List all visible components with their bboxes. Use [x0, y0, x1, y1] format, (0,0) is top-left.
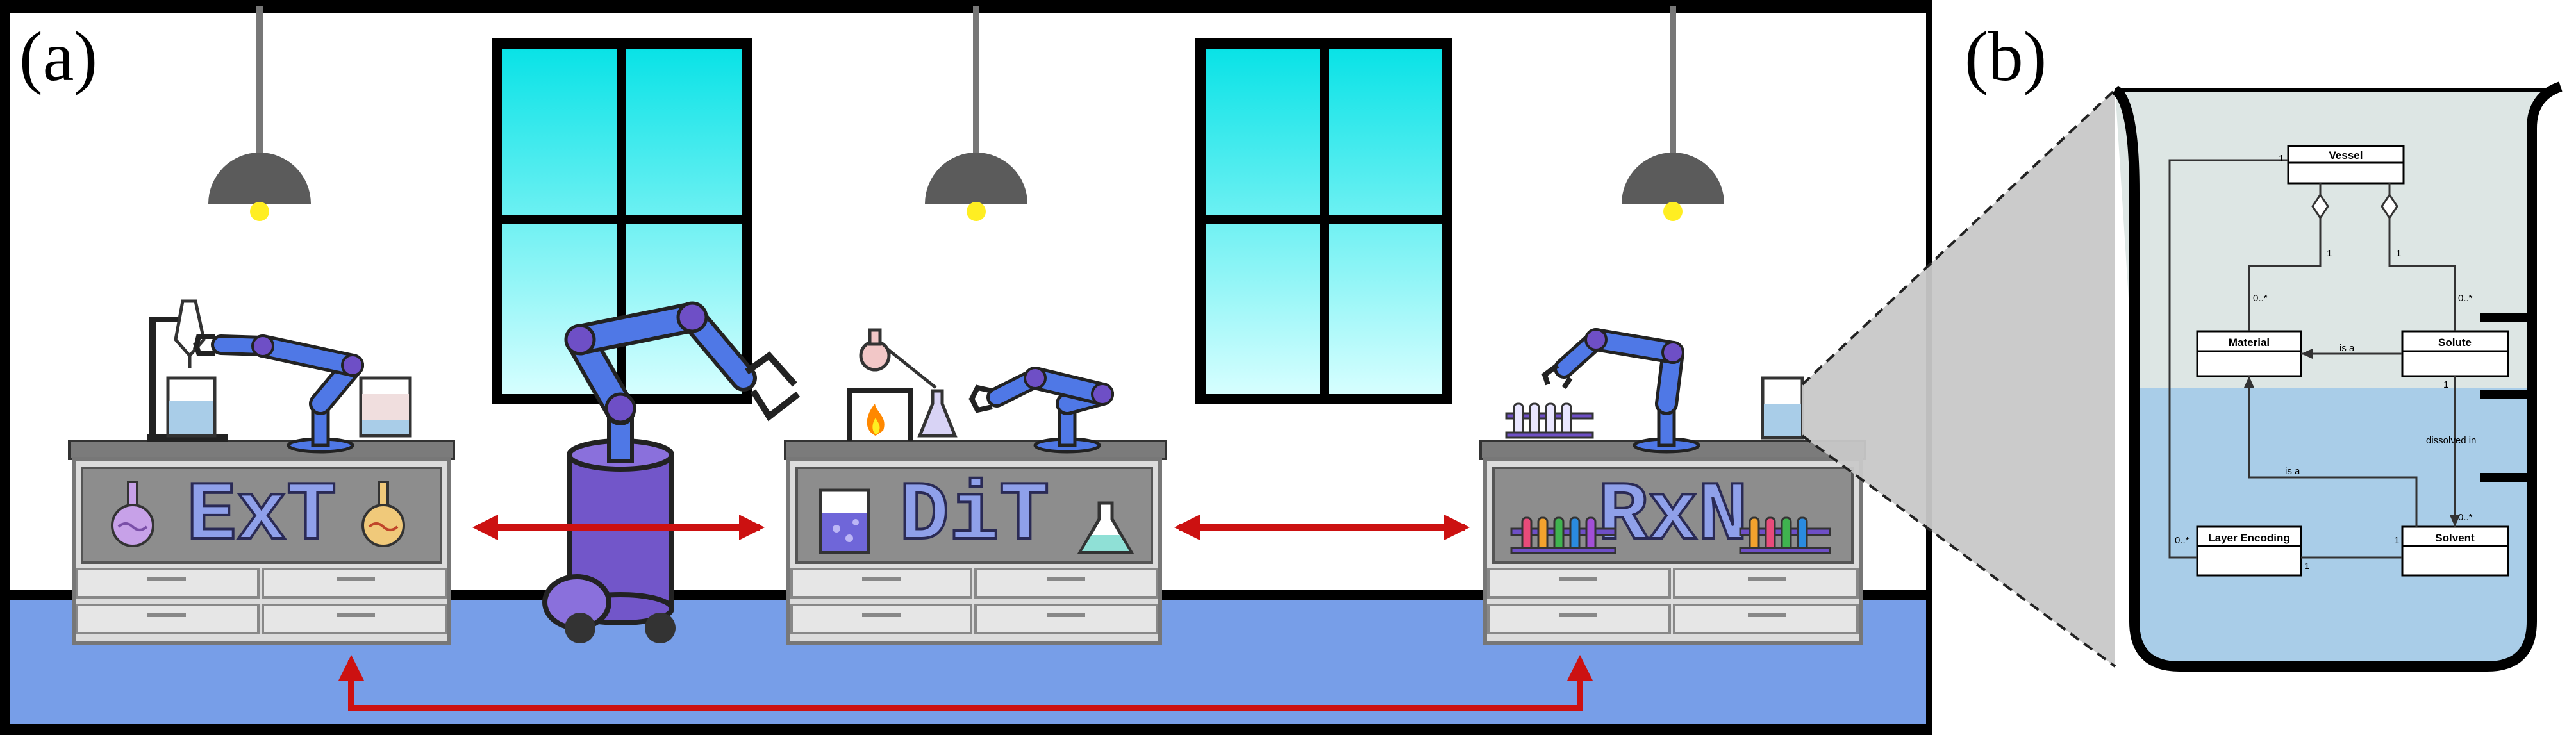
uml-is-a-label: is a: [2285, 466, 2300, 477]
uml-multiplicity: 1: [2443, 379, 2448, 390]
robot-arm-icon: [968, 367, 1114, 454]
uml-multiplicity: 0..*: [2175, 535, 2190, 546]
panel-a-label: (a): [19, 17, 97, 95]
panel-b-uml: (b) Vessel Material Sol: [1801, 17, 2563, 672]
bench-rxn: RxN: [1479, 328, 1866, 645]
beaker-icon: [819, 488, 870, 554]
mobile-robot-icon: [542, 301, 801, 643]
test-tube-rack-icon: [1510, 516, 1616, 554]
flask-icon: [111, 481, 154, 547]
window-right: [1195, 38, 1452, 404]
uml-is-a-label: is a: [2339, 343, 2355, 354]
test-tube-rack-icon: [1739, 516, 1831, 554]
panel-a-lab: (a): [0, 0, 1939, 735]
uml-class-material: Material: [2196, 330, 2302, 377]
uml-multiplicity: 1: [2279, 153, 2284, 164]
test-tube-rack-icon: [1505, 402, 1594, 439]
bench-dit-label: DiT: [899, 470, 1049, 564]
bench-dit: DiT: [784, 328, 1167, 645]
panel-b-label: (b): [1965, 17, 2047, 95]
uml-vessel-title: Vessel: [2329, 149, 2363, 161]
uml-class-layer-encoding: Layer Encoding: [2196, 525, 2302, 577]
bench-ext-label: ExT: [187, 470, 337, 564]
ceiling-lamp-right: [1622, 6, 1724, 221]
uml-solvent-title: Solvent: [2435, 532, 2475, 544]
uml-multiplicity: 0..*: [2253, 293, 2268, 304]
uml-multiplicity: 1: [2396, 248, 2401, 259]
beaker-icon: [359, 376, 412, 438]
robot-arm-icon: [1541, 328, 1700, 454]
beaker-icon: [1761, 376, 1804, 440]
uml-layer-encoding-title: Layer Encoding: [2208, 532, 2290, 544]
uml-labels: is a is a dissolved in 1 1 0..* 1 0..* 1…: [2175, 153, 2476, 572]
uml-multiplicity: 1: [2327, 248, 2332, 259]
ceiling-lamp-left: [208, 6, 311, 221]
beaker-icon: [166, 376, 217, 438]
flask-icon: [361, 481, 405, 547]
bench-rxn-label: RxN: [1598, 470, 1748, 564]
erlenmeyer-flask-icon: [917, 389, 958, 438]
beaker-large: [2111, 81, 2563, 672]
uml-dissolved-in-label: dissolved in: [2426, 435, 2476, 446]
uml-multiplicity: 0..*: [2458, 512, 2473, 523]
uml-multiplicity: 1: [2304, 561, 2309, 572]
uml-relations: [2168, 159, 2461, 559]
uml-multiplicity: 1: [2394, 535, 2399, 546]
uml-class-solute: Solute: [2401, 330, 2509, 377]
arrow-rxn-ext: [338, 655, 1593, 711]
burner-icon: [847, 328, 937, 441]
uml-material-title: Material: [2229, 336, 2270, 349]
uml-class-solvent: Solvent: [2401, 525, 2509, 577]
zoom-callout: [1802, 90, 2115, 666]
bench-ext: ExT: [68, 299, 455, 645]
uml-solute-title: Solute: [2438, 336, 2472, 349]
robot-arm-icon: [193, 334, 364, 454]
uml-class-vessel: Vessel: [2287, 145, 2405, 185]
ceiling-lamp-center: [925, 6, 1027, 221]
uml-multiplicity: 0..*: [2458, 293, 2473, 304]
erlenmeyer-flask-icon: [1077, 501, 1134, 554]
